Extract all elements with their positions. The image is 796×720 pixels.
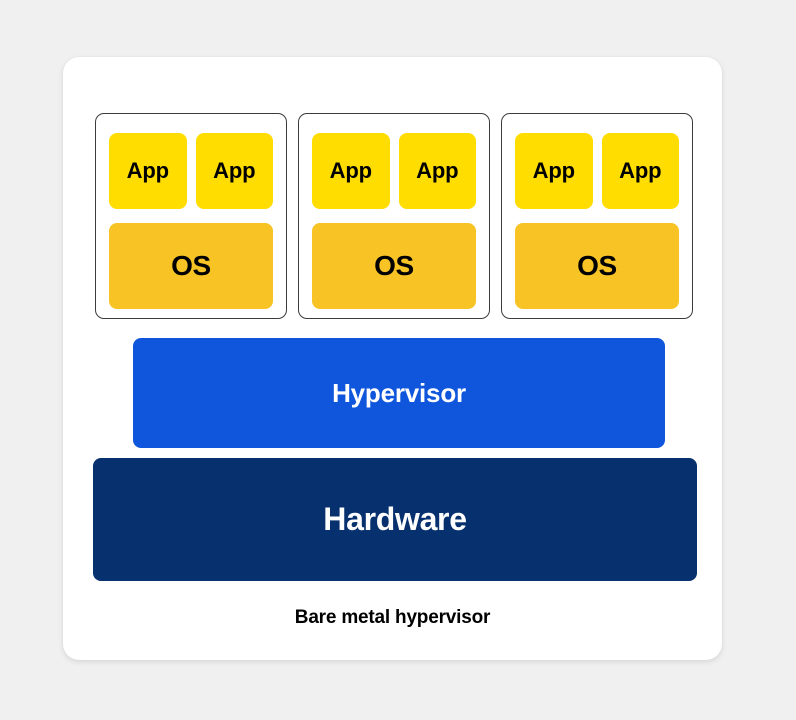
- app-box-1-2: App: [195, 133, 273, 209]
- app-row-3: App App: [515, 133, 679, 209]
- os-box-3: OS: [515, 223, 679, 309]
- app-box-2-2: App: [398, 133, 476, 209]
- virtual-machine-3: App App OS: [501, 113, 693, 319]
- os-box-2: OS: [312, 223, 476, 309]
- app-box-3-1: App: [515, 133, 593, 209]
- hypervisor-layer: Hypervisor: [133, 338, 665, 448]
- hardware-layer: Hardware: [93, 458, 697, 581]
- app-row-2: App App: [312, 133, 476, 209]
- app-row-1: App App: [109, 133, 273, 209]
- app-box-3-2: App: [601, 133, 679, 209]
- virtual-machine-row: App App OS App App OS App App OS: [95, 113, 693, 319]
- virtual-machine-2: App App OS: [298, 113, 490, 319]
- virtual-machine-1: App App OS: [95, 113, 287, 319]
- app-box-2-1: App: [312, 133, 390, 209]
- os-box-1: OS: [109, 223, 273, 309]
- diagram-caption: Bare metal hypervisor: [294, 607, 491, 628]
- app-box-1-1: App: [109, 133, 187, 209]
- diagram-card: App App OS App App OS App App OS: [63, 57, 722, 660]
